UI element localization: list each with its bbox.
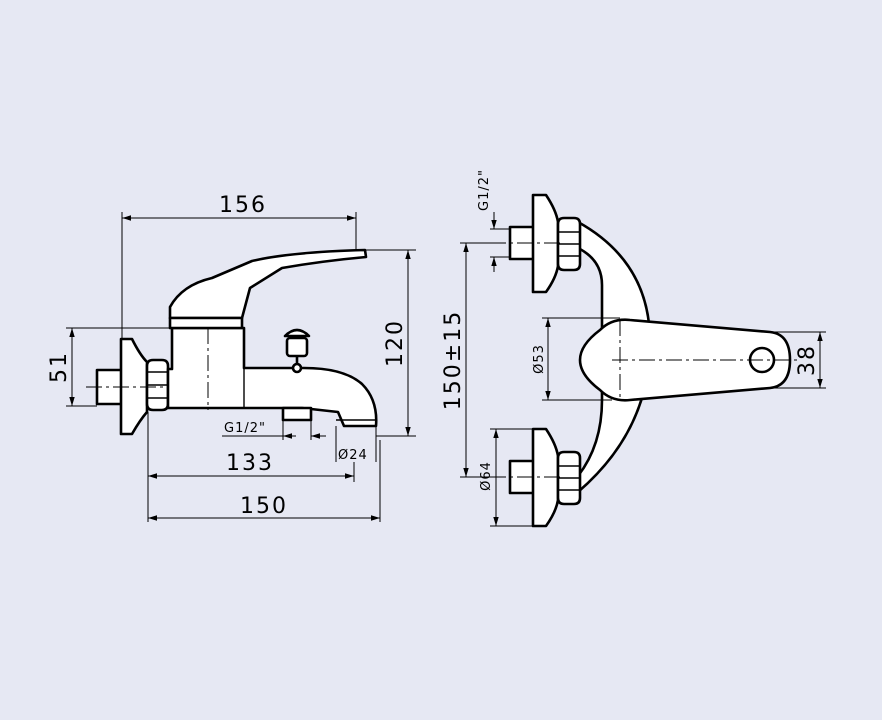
dim-outlet-thread: G1/2": [224, 421, 266, 436]
dim-handle-width: 38: [795, 344, 820, 376]
dim-spout-reach: 133: [226, 451, 274, 476]
dim-inlet-height: 51: [47, 351, 72, 383]
side-diverter-knob: [283, 328, 311, 374]
dim-spout-diameter: Ø24: [338, 448, 368, 463]
dim-wall-to-spout: 150: [240, 494, 288, 519]
dim-handle-diameter: Ø53: [532, 344, 547, 374]
side-view: 156 120 51 G1/2" Ø24 133 150: [47, 193, 416, 522]
dim-centers: 150±15: [441, 310, 466, 410]
side-lever-handle: [168, 248, 368, 320]
side-body-spout: [166, 326, 378, 428]
dim-inlet-thread: G1/2": [477, 169, 492, 211]
dim-height: 120: [383, 319, 408, 367]
dim-overall-length: 156: [219, 193, 267, 218]
dim-flange-diameter: Ø64: [479, 461, 494, 491]
front-view: G1/2" 150±15 Ø53 38 Ø64: [441, 169, 826, 528]
side-outlet-stub: [281, 406, 313, 422]
